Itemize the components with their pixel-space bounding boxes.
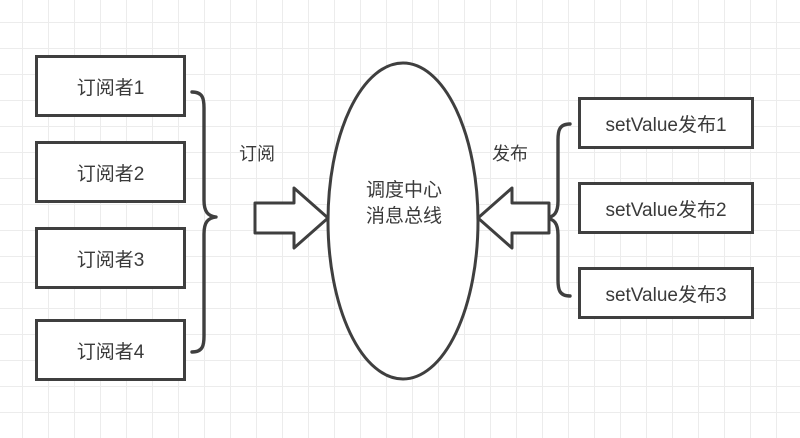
subscribe-edge-label: 订阅 [239,144,275,164]
subscriber-label-1: 订阅者1 [76,77,145,99]
publisher-label-1: setValue发布1 [605,114,727,136]
subscribers-brace-icon [190,90,218,354]
publisher-label-2: setValue发布2 [605,199,727,221]
publisher-box-3[interactable]: setValue发布3 [578,267,754,319]
hub-label: 调度中心 消息总线 [333,178,475,230]
hub-label-line-1: 调度中心 [365,180,442,201]
publish-arrow-icon [476,186,551,250]
subscribe-arrow-icon [253,186,330,250]
hub-ellipse [326,61,480,381]
publisher-label-3: setValue发布3 [605,284,727,306]
subscriber-box-1[interactable]: 订阅者1 [35,55,186,117]
subscriber-box-3[interactable]: 订阅者3 [35,227,186,289]
publisher-box-1[interactable]: setValue发布1 [578,97,754,149]
subscriber-box-2[interactable]: 订阅者2 [35,141,186,203]
subscriber-label-3: 订阅者3 [76,249,145,271]
subscriber-label-2: 订阅者2 [76,163,145,185]
publish-edge-label: 发布 [492,144,528,164]
publisher-box-2[interactable]: setValue发布2 [578,182,754,234]
subscriber-label-4: 订阅者4 [76,341,145,363]
hub-label-line-2: 消息总线 [365,206,442,227]
subscriber-box-4[interactable]: 订阅者4 [35,319,186,381]
